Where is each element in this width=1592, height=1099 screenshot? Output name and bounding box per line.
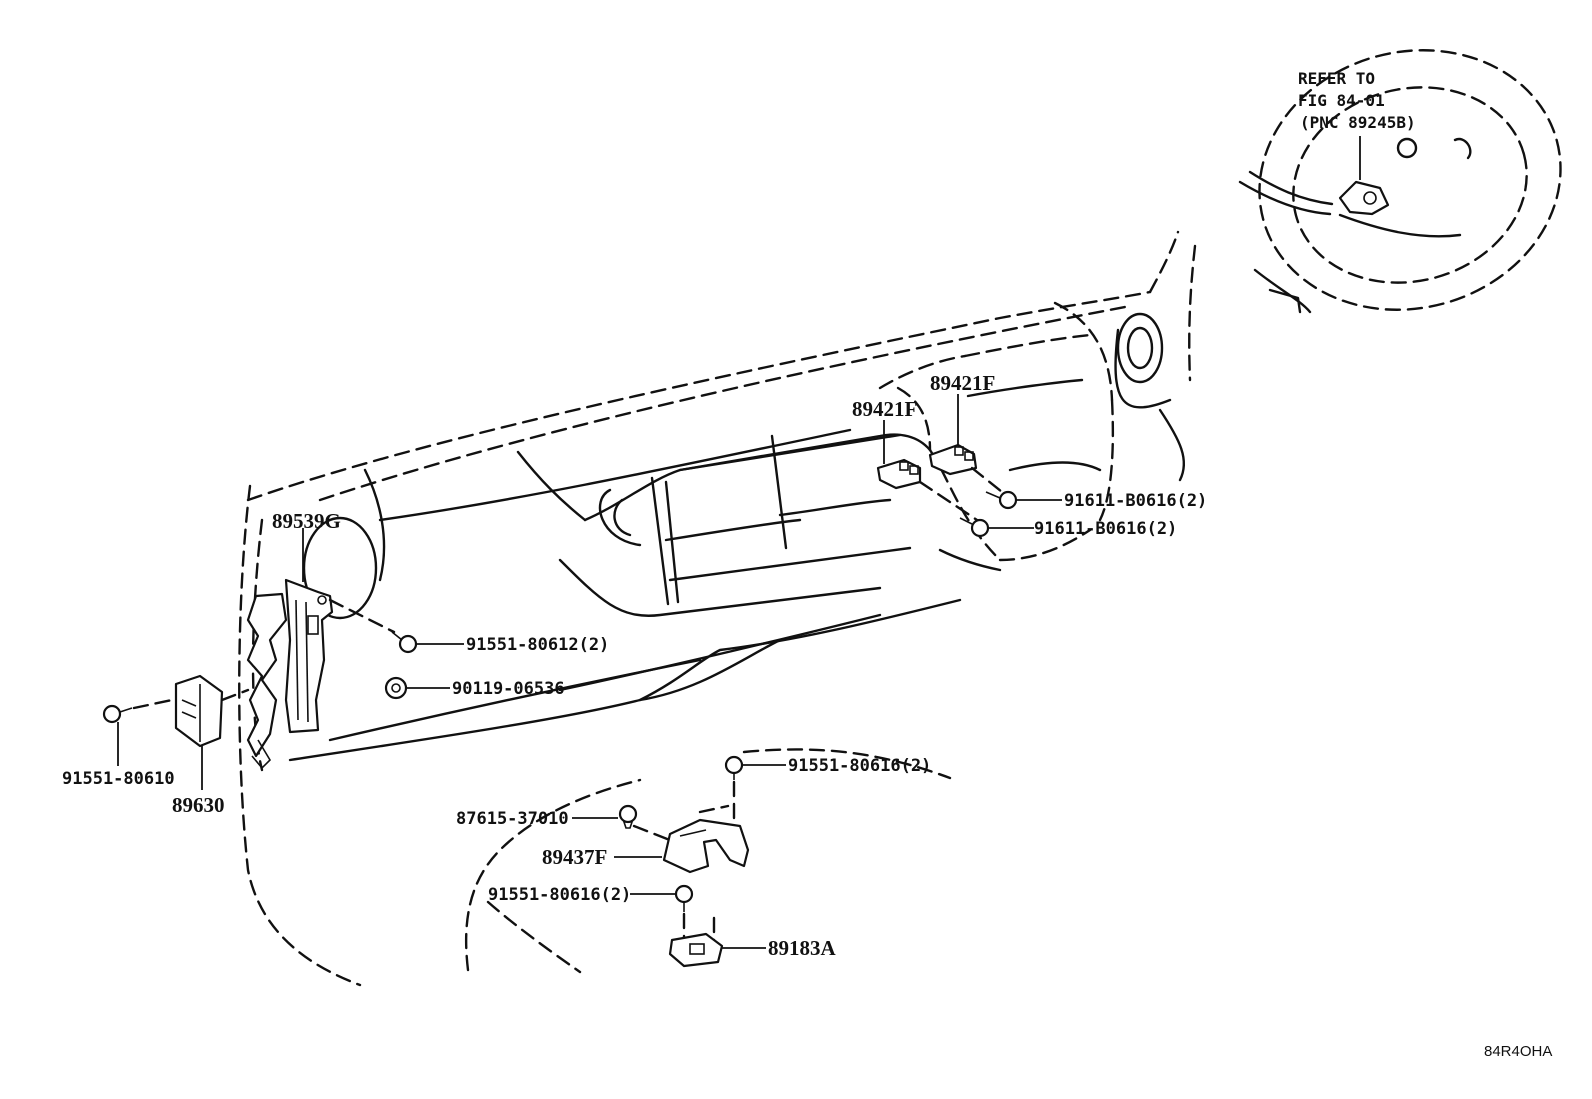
- sensor-89183a: [668, 932, 724, 968]
- bolt-91551-80616-bottom: [674, 884, 694, 912]
- label-cover-lower: 89437F: [542, 845, 607, 869]
- bracket-89539g: [284, 578, 334, 734]
- label-bolt-lower-top: 91551-80616(2): [788, 756, 931, 776]
- side-panel-bracket: [246, 592, 288, 770]
- label-clip-lower: 87615-37010: [456, 809, 569, 829]
- label-control-unit: 89630: [172, 793, 225, 817]
- steering-wheel-reference: [1238, 49, 1562, 314]
- instrument-panel-outline: [238, 230, 1197, 987]
- cover-89437f: [662, 818, 750, 874]
- label-bolt-mid: 91551-80612(2): [466, 635, 609, 655]
- steering-ref-line3: (PNC 89245B): [1300, 113, 1416, 132]
- label-sensor-left: 89421F: [852, 397, 917, 421]
- sensor-89421f-right: [928, 443, 978, 476]
- control-unit-89630: [174, 674, 224, 748]
- label-clip-mid: 90119-06536: [452, 679, 565, 699]
- label-sensor-lower: 89183A: [768, 936, 837, 960]
- sensor-89421f-left: [876, 458, 922, 490]
- label-sensor-right: 89421F: [930, 371, 995, 395]
- steering-ref-line1: REFER TO: [1298, 69, 1375, 88]
- bolt-91551-80616-top: [724, 755, 744, 780]
- label-bolt-lower-bottom: 91551-80616(2): [488, 885, 631, 905]
- clip-87615-37010: [618, 804, 638, 829]
- figure-code: 84R4OHA: [1484, 1043, 1552, 1060]
- bolt-91551-80610: [102, 704, 133, 724]
- screw-91611-upper: [985, 490, 1018, 510]
- bolt-91551-80612: [391, 631, 418, 654]
- label-bolt-left: 91551-80610: [62, 769, 175, 789]
- label-screw-upper-a: 91611-B0616(2): [1064, 491, 1207, 511]
- clip-90119-06536: [384, 676, 408, 700]
- steering-ref-line2: FIG 84-01: [1298, 91, 1385, 110]
- screw-91611-lower: [959, 517, 990, 538]
- label-screw-upper-b: 91611-B0616(2): [1034, 519, 1177, 539]
- label-bracket: 89539G: [272, 509, 341, 533]
